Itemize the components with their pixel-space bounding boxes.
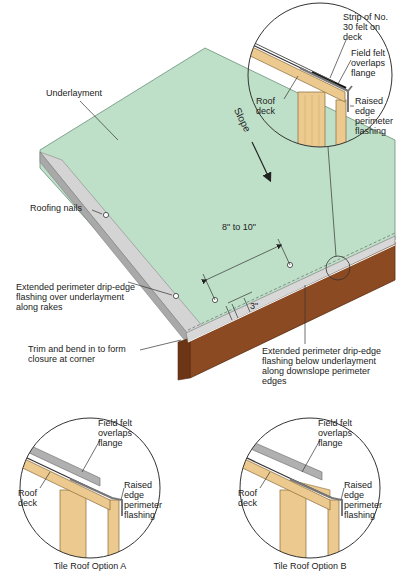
flashing-label: Raised edge perimeter flashing	[124, 480, 166, 520]
deck-label: Roof deck	[238, 488, 270, 508]
flashing-label: Raised edge perimeter flashing	[355, 96, 397, 136]
dimension-label: 8" to 10"	[214, 222, 264, 232]
flashing-label: Field felt overlaps flange	[351, 48, 397, 78]
option-title: Tile Roof Option A	[50, 561, 130, 571]
felt-strip-label: Strip of No. 30 felt on deck	[343, 12, 397, 42]
underlayment-label: Underlayment	[46, 88, 116, 98]
flashing-label: Raised edge perimeter flashing	[344, 480, 386, 520]
nails-label: Roofing nails	[30, 203, 92, 213]
deck-label: Roof deck	[256, 96, 288, 116]
flashing-label: Field felt overlaps flange	[318, 418, 372, 448]
eave-flashing-label: Extended perimeter drip-edge flashing be…	[262, 346, 396, 386]
rake-flashing-label: Extended perimeter drip-edge flashing ov…	[16, 282, 138, 312]
flashing-label: Field felt overlaps flange	[98, 418, 152, 448]
dimension-label: 3"	[250, 301, 264, 311]
option-title: Tile Roof Option B	[270, 561, 350, 571]
corner-label: Trim and bend in to form closure at corn…	[28, 344, 140, 364]
deck-label: Roof deck	[18, 488, 50, 508]
